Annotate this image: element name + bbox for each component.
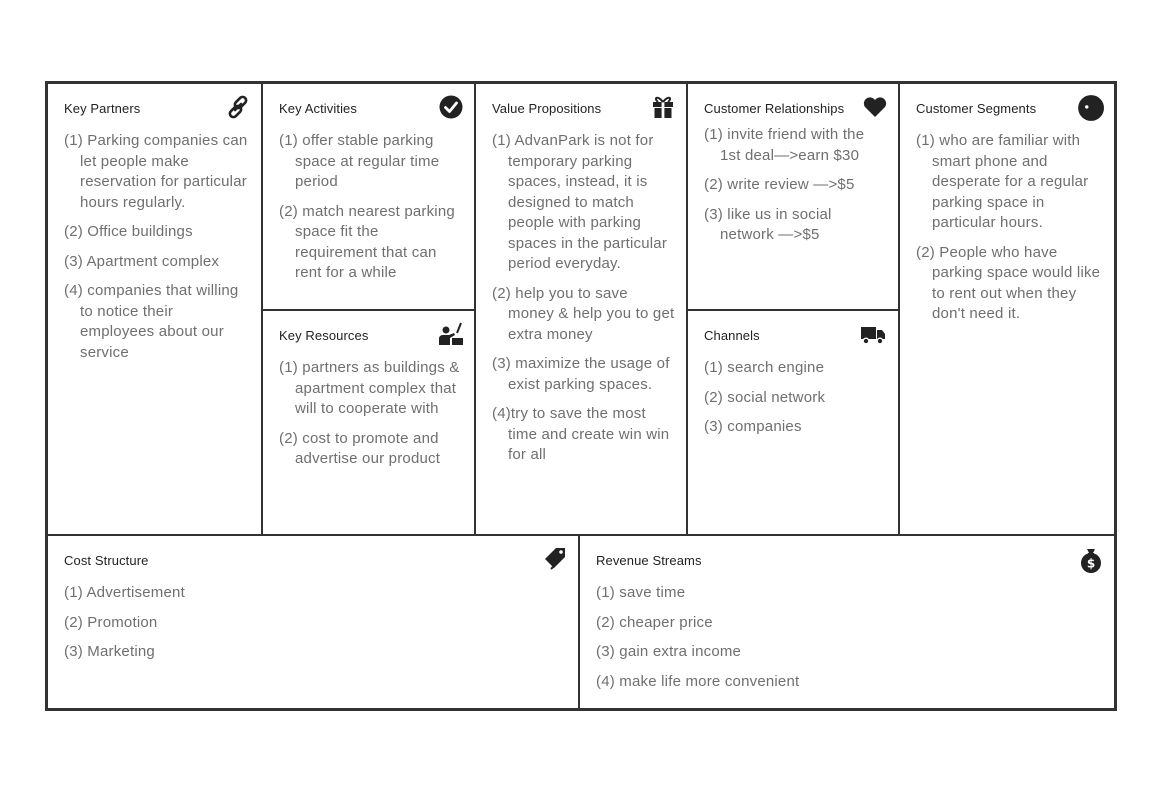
- link-icon: [228, 95, 248, 119]
- list-item: (2) help you to save money & help you to…: [492, 284, 675, 343]
- revenue-streams-title: Revenue Streams: [596, 553, 702, 568]
- list-item: (2) Office buildings: [64, 223, 193, 240]
- list-item: (2) Promotion: [64, 613, 158, 631]
- worker-icon: [439, 322, 463, 345]
- list-item: (2) People who have parking space would …: [916, 243, 1101, 323]
- list-item: (1) save time: [596, 584, 686, 601]
- heart-icon: [863, 97, 887, 117]
- list-item: (4) companies that willing to notice the…: [64, 282, 239, 361]
- list-item: (3) Apartment complex: [64, 252, 220, 270]
- customer-segments-block: Customer Segments (1) who are familiar w…: [900, 84, 1114, 536]
- key-partners-title: Key Partners: [64, 101, 141, 116]
- channels-title: Channels: [704, 328, 760, 343]
- key-resources-title: Key Resources: [279, 328, 369, 343]
- key-activities-block: Key Activities (1) offer stable parking …: [263, 84, 476, 311]
- person-head-icon: [1078, 95, 1104, 121]
- cost-structure-block: Cost Structure (1) Advertisement (2) Pro…: [48, 536, 580, 708]
- key-partners-block: Key Partners (1) Parking companies can l…: [48, 84, 263, 536]
- list-item: (1) offer stable parking space at regula…: [279, 132, 440, 190]
- list-item: (1) search engine: [704, 359, 825, 376]
- key-resources-block: Key Resources (1) partners as buildings …: [263, 311, 476, 536]
- list-item: (1) invite friend with the 1st deal—>ear…: [704, 126, 865, 164]
- money-bag-icon: $: [1081, 549, 1101, 573]
- list-item: (1) who are familiar with smart phone an…: [916, 132, 1089, 231]
- check-circle-icon: [439, 95, 463, 119]
- customer-relationships-title: Customer Relationships: [704, 101, 845, 116]
- channels-block: Channels (1) search engine (2) social ne…: [688, 311, 900, 536]
- list-item: (4)try to save the most time and create …: [492, 405, 670, 463]
- business-model-canvas: Key Partners (1) Parking companies can l…: [45, 81, 1117, 711]
- customer-segments-title: Customer Segments: [916, 101, 1037, 116]
- key-activities-title: Key Activities: [279, 101, 357, 116]
- truck-icon: [861, 327, 885, 345]
- value-propositions-block: Value Propositions (1) AdvanPark is not …: [476, 84, 688, 536]
- list-item: (3) Marketing: [64, 643, 155, 660]
- revenue-streams-block: Revenue Streams $ (1) save time (2) chea…: [580, 536, 1114, 708]
- list-item: (1) AdvanPark is not for temporary parki…: [492, 132, 668, 272]
- list-item: (2) social network: [704, 388, 826, 406]
- list-item: (3) maximize the usage of exist parking …: [492, 355, 670, 393]
- list-item: (2) write review —>$5: [704, 176, 855, 193]
- list-item: (4) make life more convenient: [596, 672, 800, 690]
- customer-relationships-block: Customer Relationships (1) invite friend…: [688, 84, 900, 311]
- list-item: (1) partners as buildings & apartment co…: [279, 359, 460, 417]
- cost-structure-title: Cost Structure: [64, 553, 149, 568]
- list-item: (3) companies: [704, 418, 802, 435]
- svg-text:$: $: [1087, 557, 1095, 571]
- list-item: (3) like us in social network —>$5: [704, 205, 832, 244]
- price-tag-icon: [545, 548, 565, 570]
- gift-icon: [653, 96, 673, 118]
- list-item: (3) gain extra income: [596, 643, 742, 660]
- list-item: (2) cheaper price: [596, 613, 713, 631]
- list-item: (2) cost to promote and advertise our pr…: [279, 429, 441, 468]
- list-item: (1) Parking companies can let people mak…: [64, 132, 248, 211]
- list-item: (1) Advertisement: [64, 584, 185, 601]
- list-item: (2) match nearest parking space fit the …: [279, 202, 455, 282]
- value-propositions-title: Value Propositions: [492, 101, 602, 116]
